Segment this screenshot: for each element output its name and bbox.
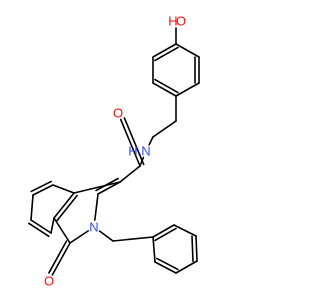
amide-hydrogen-label: H: [128, 144, 137, 159]
bond-BZ6-BZ1: [152, 236, 156, 263]
double-bond-BZ1-BZ2: [154, 227, 177, 242]
bond-B1-B2: [32, 184, 54, 196]
double-bond-C1-CO: [48, 240, 68, 274]
amide-nh-label: N H: [128, 144, 150, 159]
bond-CH2b-NH: [148, 136, 154, 146]
bond-group: [28, 27, 200, 276]
bond-P3-P4: [175, 82, 200, 97]
bond-BZ5-BZ6: [154, 261, 177, 274]
double-bond-C8a-C4a: [56, 194, 78, 222]
hydroxyl-hydrogen-label: H: [168, 14, 177, 29]
bond-BZ2-BZ3: [173, 224, 197, 237]
double-bond-B3-B4: [28, 222, 50, 238]
bond-C4-C3: [97, 181, 121, 195]
bond-NR-C1: [69, 230, 89, 244]
double-bond-P6-P1: [154, 46, 179, 62]
double-bond-CA-OA: [123, 117, 145, 166]
bond-C4a-B1: [52, 184, 75, 194]
bond-C1-C8a: [53, 217, 71, 244]
bond-C4a-C4: [73, 181, 121, 194]
bond-CA-C4: [119, 165, 141, 183]
atom-label-group: H O N H O N O: [44, 14, 186, 289]
bond-C8a-C4a: [53, 192, 75, 219]
double-bond-P4-P5: [154, 78, 179, 94]
bond-C3-NR: [94, 193, 99, 221]
canvas-background: [0, 0, 300, 300]
bond-B3-B4: [30, 219, 52, 234]
bond-P6-P1: [152, 43, 177, 58]
bond-NH-CA: [139, 156, 145, 167]
amide-oxygen-label: O: [113, 106, 123, 121]
double-bond-B1-B2: [30, 180, 53, 193]
bond-BZ1-BZ2: [152, 224, 175, 238]
carbonyl-oxygen-label: O: [44, 274, 54, 289]
ring-nitrogen-label: N: [89, 220, 98, 235]
bond-CA-OA: [119, 118, 141, 167]
amide-nitrogen-label: N: [141, 144, 150, 159]
bond-NR-BCH2: [98, 230, 114, 242]
double-bond-BZ5-BZ6: [156, 257, 179, 271]
bond-BCH2-BZ1: [112, 236, 154, 242]
bond-CH2a-CH2b: [152, 120, 177, 138]
bond-P4-P5: [152, 82, 177, 97]
bond-BZ3-BZ4: [195, 235, 198, 262]
bond-BZ4-BZ5: [175, 260, 198, 274]
bond-C1-CO: [51, 242, 71, 276]
bond-B2-B3: [30, 194, 34, 221]
double-bond-BZ3-BZ4: [191, 235, 194, 262]
molecule-structure: H O N H O N O: [0, 0, 300, 300]
hydroxyl-oxygen-label: O: [176, 14, 186, 29]
hydroxyl-group-label: H O: [168, 14, 186, 29]
bond-B4-C8a: [50, 217, 55, 234]
bond-P1-P2: [175, 43, 200, 58]
